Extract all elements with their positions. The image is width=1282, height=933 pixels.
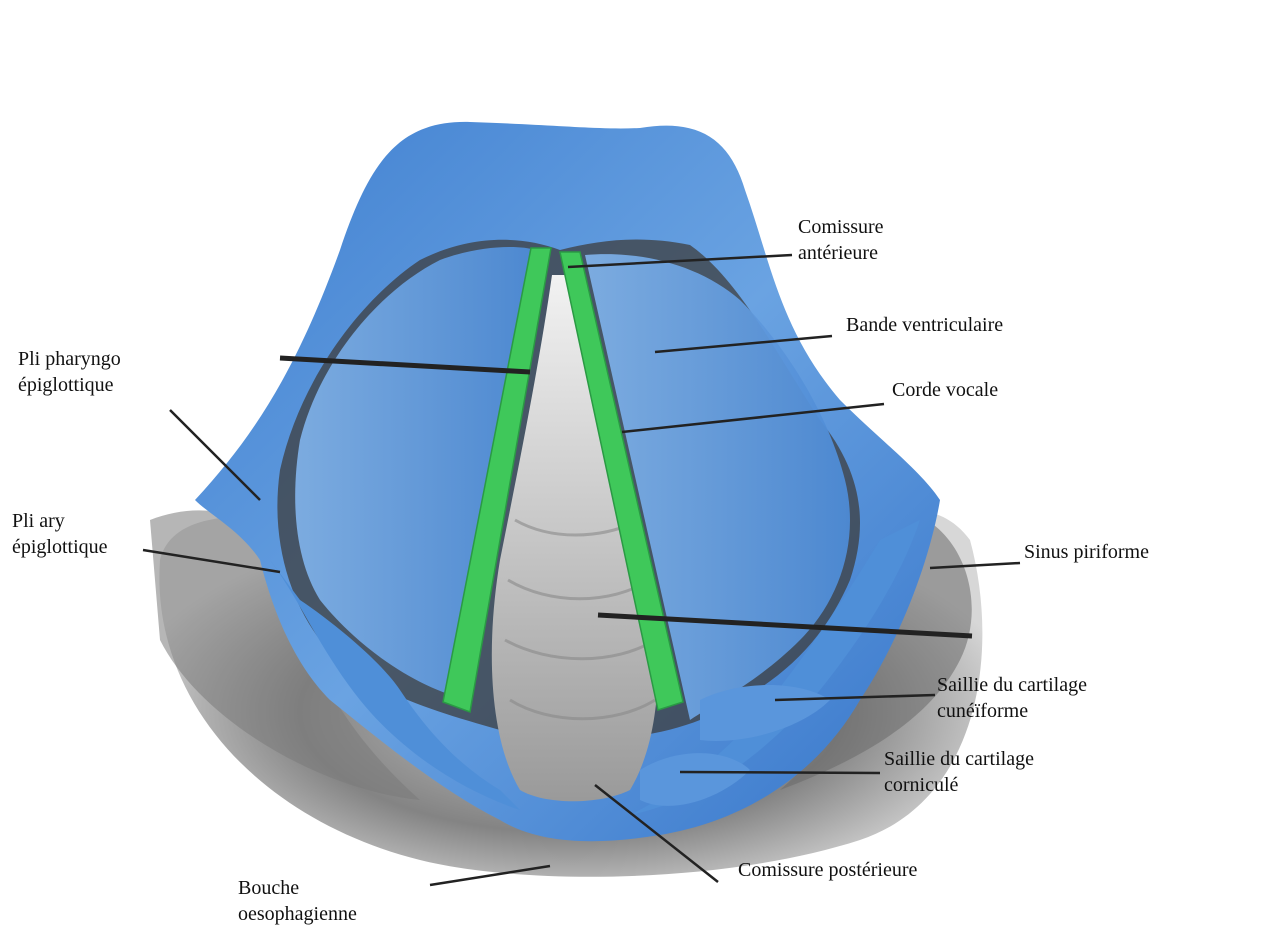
label-saillie-cornicule: Saillie du cartilage corniculé [884,746,1034,798]
label-saillie-cuneiforme: Saillie du cartilage cunéïforme [937,672,1087,724]
label-sinus-piriforme: Sinus piriforme [1024,539,1149,565]
label-pli-pharyngo: Pli pharyngo épiglottique [18,346,121,398]
leader-saillie-cornicule [680,772,880,773]
label-comissure-anterieure: Comissure antérieure [798,214,884,266]
label-bouche-oesophagienne: Bouche oesophagienne [238,875,357,927]
label-comissure-posterieure: Comissure postérieure [738,857,917,883]
label-pli-ary: Pli ary épiglottique [12,508,108,560]
label-bande-ventriculaire: Bande ventriculaire [846,312,1003,338]
label-corde-vocale: Corde vocale [892,377,998,403]
